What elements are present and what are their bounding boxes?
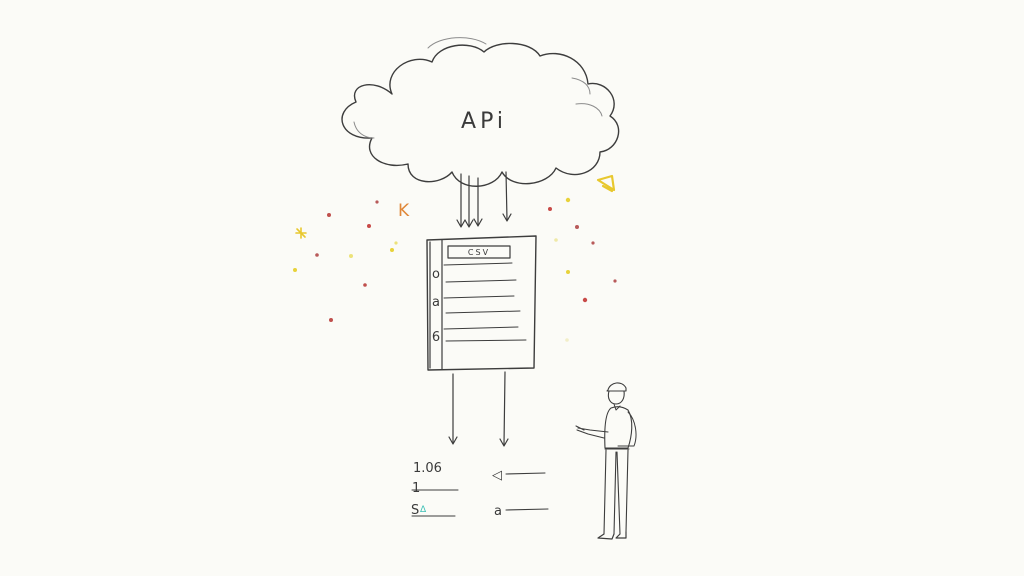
shoes <box>597 531 627 540</box>
csv-header-box <box>447 245 511 259</box>
accent-mark: Δ <box>420 505 427 515</box>
sparkle-dot <box>575 225 579 229</box>
csv-header-label: CSV <box>468 248 490 257</box>
arm <box>617 411 637 447</box>
sparkle-dot <box>582 297 588 303</box>
cloud-inner-curve <box>575 103 603 117</box>
output-row-marker: S <box>411 503 419 518</box>
ring-marker: a <box>432 295 440 310</box>
sparkle-dot <box>613 279 617 283</box>
output-row-marker: a <box>494 504 502 519</box>
decorations-left: K <box>293 200 410 322</box>
sparkle-dot <box>565 197 571 203</box>
ring-marker: 6 <box>432 330 440 345</box>
sparkle-dot <box>315 253 319 257</box>
cap-icon <box>606 382 627 392</box>
cloud-to-document-arrows <box>456 171 512 228</box>
api-cloud: APi <box>341 37 620 187</box>
output-row-line <box>505 472 546 475</box>
arrow-down-icon <box>502 171 512 222</box>
arrow-down-icon <box>499 371 509 447</box>
sparkle-dot <box>390 248 394 252</box>
cloud-shadow-outline <box>427 37 487 49</box>
sparkle-dot <box>591 241 595 245</box>
output-value-label: 1.06 <box>413 461 442 476</box>
csv-document: CSV o a 6 <box>426 235 537 371</box>
sparkle-dot <box>349 254 353 258</box>
output-row-line <box>505 508 549 511</box>
cloud-inner-curve <box>571 77 591 95</box>
sparkle-dot <box>554 238 558 242</box>
arrow-down-icon <box>464 175 474 228</box>
person-figure <box>575 382 637 540</box>
sparkle-dot <box>327 213 331 217</box>
ring-marker: o <box>432 267 440 282</box>
sparkle-dot <box>394 241 398 245</box>
left-output: 1.06 1 S Δ <box>411 461 459 518</box>
document-to-output-arrows <box>448 371 509 447</box>
output-row-marker: ◁ <box>492 468 502 483</box>
sparkle-dot <box>363 283 367 287</box>
sparkle-dot <box>293 268 297 272</box>
collar <box>613 403 621 411</box>
sparkle-dot <box>566 270 570 274</box>
cloud-label: APi <box>461 109 507 134</box>
bell-icon <box>596 174 616 193</box>
document-text-lines <box>443 262 527 342</box>
star-icon <box>295 227 307 239</box>
output-row-marker: 1 <box>412 481 420 496</box>
sparkle-dot <box>565 338 569 342</box>
legs <box>603 449 629 535</box>
sparkle-dot <box>548 207 552 211</box>
decorative-letter: K <box>398 201 410 221</box>
sparkle-dot <box>329 318 333 322</box>
document-outline <box>426 235 537 371</box>
right-output: ◁ a <box>492 468 549 519</box>
arrow-down-icon <box>448 373 458 445</box>
arrow-down-icon <box>456 173 466 228</box>
torso <box>604 406 633 449</box>
sparkle-dot <box>367 224 371 228</box>
arm-extended <box>575 425 609 439</box>
sparkle-dot <box>375 200 379 204</box>
arrow-down-icon <box>473 177 483 227</box>
decorations-right <box>548 174 617 342</box>
head <box>607 390 625 405</box>
cloud-inner-curve <box>353 121 375 139</box>
